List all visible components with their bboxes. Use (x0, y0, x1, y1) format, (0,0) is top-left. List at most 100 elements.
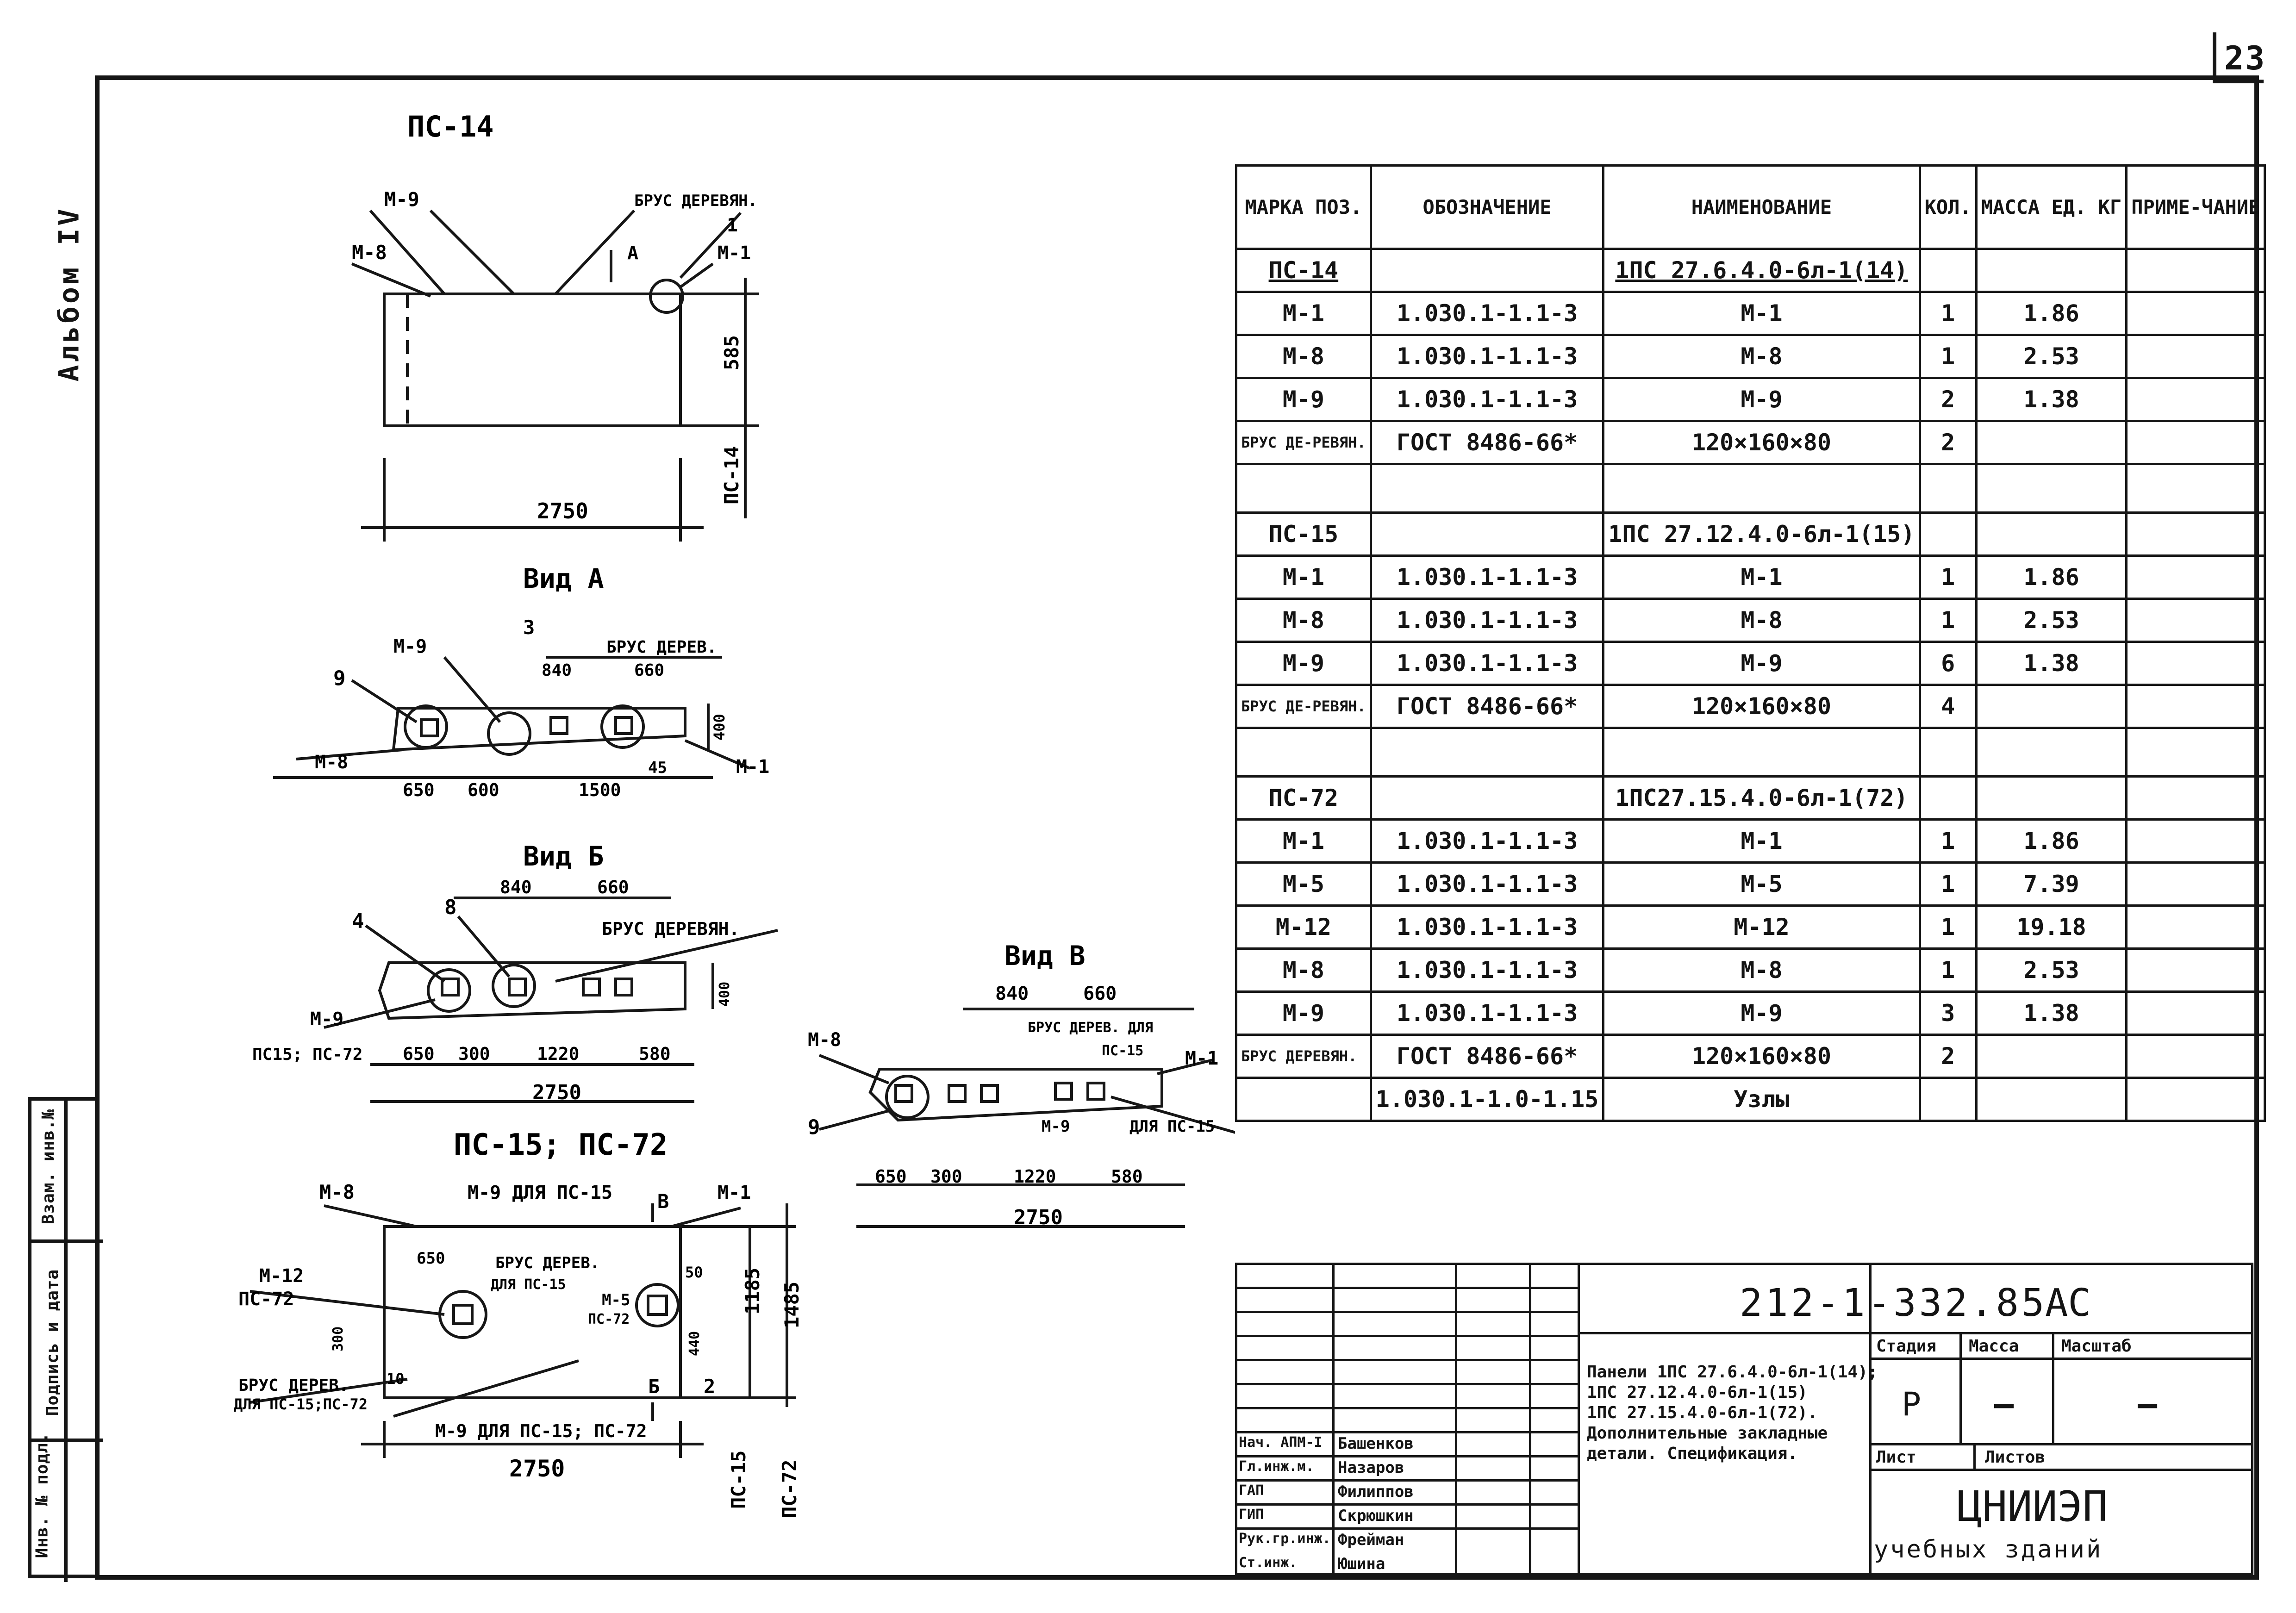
svg-text:1220: 1220 (1014, 1166, 1056, 1187)
spec-cell-name: 120×160×80 (1602, 684, 1921, 729)
spec-cell-note (2125, 248, 2266, 293)
col-designation: ОБОЗНАЧЕНИЕ (1369, 164, 1605, 250)
spec-cell-note (2125, 420, 2266, 465)
svg-text:Б: Б (648, 1375, 660, 1398)
svg-text:М-9: М-9 (310, 1009, 343, 1030)
svg-text:БРУС ДЕРЕВ.: БРУС ДЕРЕВ. (238, 1376, 349, 1395)
spec-cell-note (2125, 511, 2266, 557)
staff-role: ГАП (1239, 1482, 1264, 1499)
staff-role: Ст.инж. (1239, 1555, 1298, 1571)
svg-text:1185: 1185 (741, 1268, 764, 1314)
tb-grid-line (1235, 1527, 1580, 1530)
svg-text:2750: 2750 (1014, 1206, 1063, 1229)
spec-cell-mass: 1.38 (1975, 641, 2128, 686)
scale-header: Масштаб (2061, 1337, 2132, 1356)
staff-role: Рук.гр.инж. (1239, 1531, 1331, 1547)
org-sub: учебных зданий (1874, 1536, 2103, 1563)
tb-grid-line (1235, 1335, 1580, 1337)
org-name: ЦНИИЭП (1957, 1482, 2108, 1531)
spec-cell-mark (1235, 463, 1372, 514)
description-line: Дополнительные закладные (1587, 1424, 1828, 1443)
svg-text:3: 3 (523, 616, 535, 639)
svg-text:ПС-72: ПС-72 (588, 1311, 630, 1327)
sheet-header: Лист (1876, 1448, 1916, 1467)
staff-role: Гл.инж.м. (1239, 1458, 1314, 1475)
spec-cell-note (2125, 861, 2266, 907)
tb-grid-line (1235, 1311, 1580, 1313)
svg-text:М-8: М-8 (352, 241, 387, 264)
svg-text:650: 650 (875, 1166, 907, 1187)
spec-cell-qty: 1 (1918, 291, 1978, 336)
spec-cell-note (2125, 1034, 2266, 1079)
spec-cell-designation: 1.030.1-1.0-1.15 (1369, 1077, 1605, 1122)
spec-cell-qty: 2 (1918, 1034, 1978, 1079)
svg-text:300: 300 (458, 1044, 490, 1064)
svg-text:БРУС ДЕРЕВ.: БРУС ДЕРЕВ. (606, 638, 717, 657)
spec-cell-designation: 1.030.1-1.1-3 (1369, 291, 1605, 336)
tb-grid-line (1235, 1479, 1580, 1482)
col-mark: МАРКА ПОЗ. (1235, 164, 1372, 250)
spec-cell-note (2125, 641, 2266, 686)
svg-text:650: 650 (403, 780, 435, 800)
svg-text:М-8: М-8 (315, 752, 348, 773)
pc15-72-title: ПС-15; ПС-72 (454, 1128, 668, 1162)
svg-text:М-1: М-1 (736, 756, 769, 778)
spec-cell-note (2125, 990, 2266, 1036)
tb-grid-line (1235, 1503, 1580, 1506)
pc14-title: ПС-14 (407, 110, 494, 143)
spec-cell-mass: 1.86 (1975, 291, 2128, 336)
spec-cell-qty: 1 (1918, 947, 1978, 993)
svg-text:660: 660 (634, 661, 664, 680)
sheet-number-box (2213, 32, 2264, 83)
spec-cell-mark: М-8 (1235, 598, 1372, 643)
spec-cell-designation: 1.030.1-1.1-3 (1369, 641, 1605, 686)
svg-text:БРУС ДЕРЕВЯН.: БРУС ДЕРЕВЯН. (634, 192, 757, 210)
tb-grid-line (1235, 1407, 1580, 1409)
svg-text:1: 1 (727, 215, 738, 236)
spec-cell-qty (1918, 775, 1978, 821)
svg-text:М-9: М-9 (384, 188, 419, 211)
tb-grid-line (1235, 1431, 1580, 1433)
view-a-labels: Вид А М-9 3 БРУС ДЕРЕВ. 9 840 660 400 М-… (315, 563, 769, 800)
spec-cell-designation: 1.030.1-1.1-3 (1369, 904, 1605, 950)
svg-text:2750: 2750 (509, 1455, 565, 1482)
description-line: 1ПС 27.12.4.0-6л-1(15) (1587, 1383, 1808, 1402)
view-a-title: Вид А (523, 563, 604, 594)
spec-cell-note (2125, 775, 2266, 821)
svg-text:840: 840 (995, 983, 1029, 1004)
spec-cell-name: Узлы (1602, 1077, 1921, 1122)
spec-cell-note (2125, 291, 2266, 336)
svg-text:45: 45 (648, 759, 667, 777)
tb-grid-line (1235, 1455, 1580, 1457)
svg-text:М-9: М-9 (1042, 1117, 1070, 1136)
stage-header: Стадия (1876, 1337, 1937, 1356)
staff-name: Фрейман (1338, 1531, 1404, 1549)
spec-cell-name: 1ПС 27.6.4.0-6л-1(14) (1602, 248, 1921, 293)
spec-cell-mass (1975, 684, 2128, 729)
col-name: НАИМЕНОВАНИЕ (1602, 164, 1921, 250)
view-v-title: Вид В (1004, 940, 1086, 972)
spec-cell-name: 120×160×80 (1602, 1034, 1921, 1079)
spec-cell-mark: М-12 (1235, 904, 1372, 950)
svg-text:1220: 1220 (537, 1044, 580, 1064)
specification-table: МАРКА ПОЗ. ОБОЗНАЧЕНИЕ НАИМЕНОВАНИЕ КОЛ.… (1235, 164, 2266, 1122)
staff-role: ГИП (1239, 1507, 1264, 1523)
svg-text:10: 10 (387, 1370, 405, 1388)
spec-header-row: МАРКА ПОЗ. ОБОЗНАЧЕНИЕ НАИМЕНОВАНИЕ КОЛ.… (1235, 164, 2266, 250)
svg-text:8: 8 (444, 896, 457, 919)
spec-cell-mark: М-1 (1235, 554, 1372, 600)
spec-cell-mark: М-8 (1235, 947, 1372, 993)
view-a-beam (392, 707, 686, 752)
spec-cell-designation: ГОСТ 8486-66* (1369, 684, 1605, 729)
spec-cell-mass (1975, 1077, 2128, 1122)
svg-text:М-8: М-8 (319, 1181, 355, 1203)
